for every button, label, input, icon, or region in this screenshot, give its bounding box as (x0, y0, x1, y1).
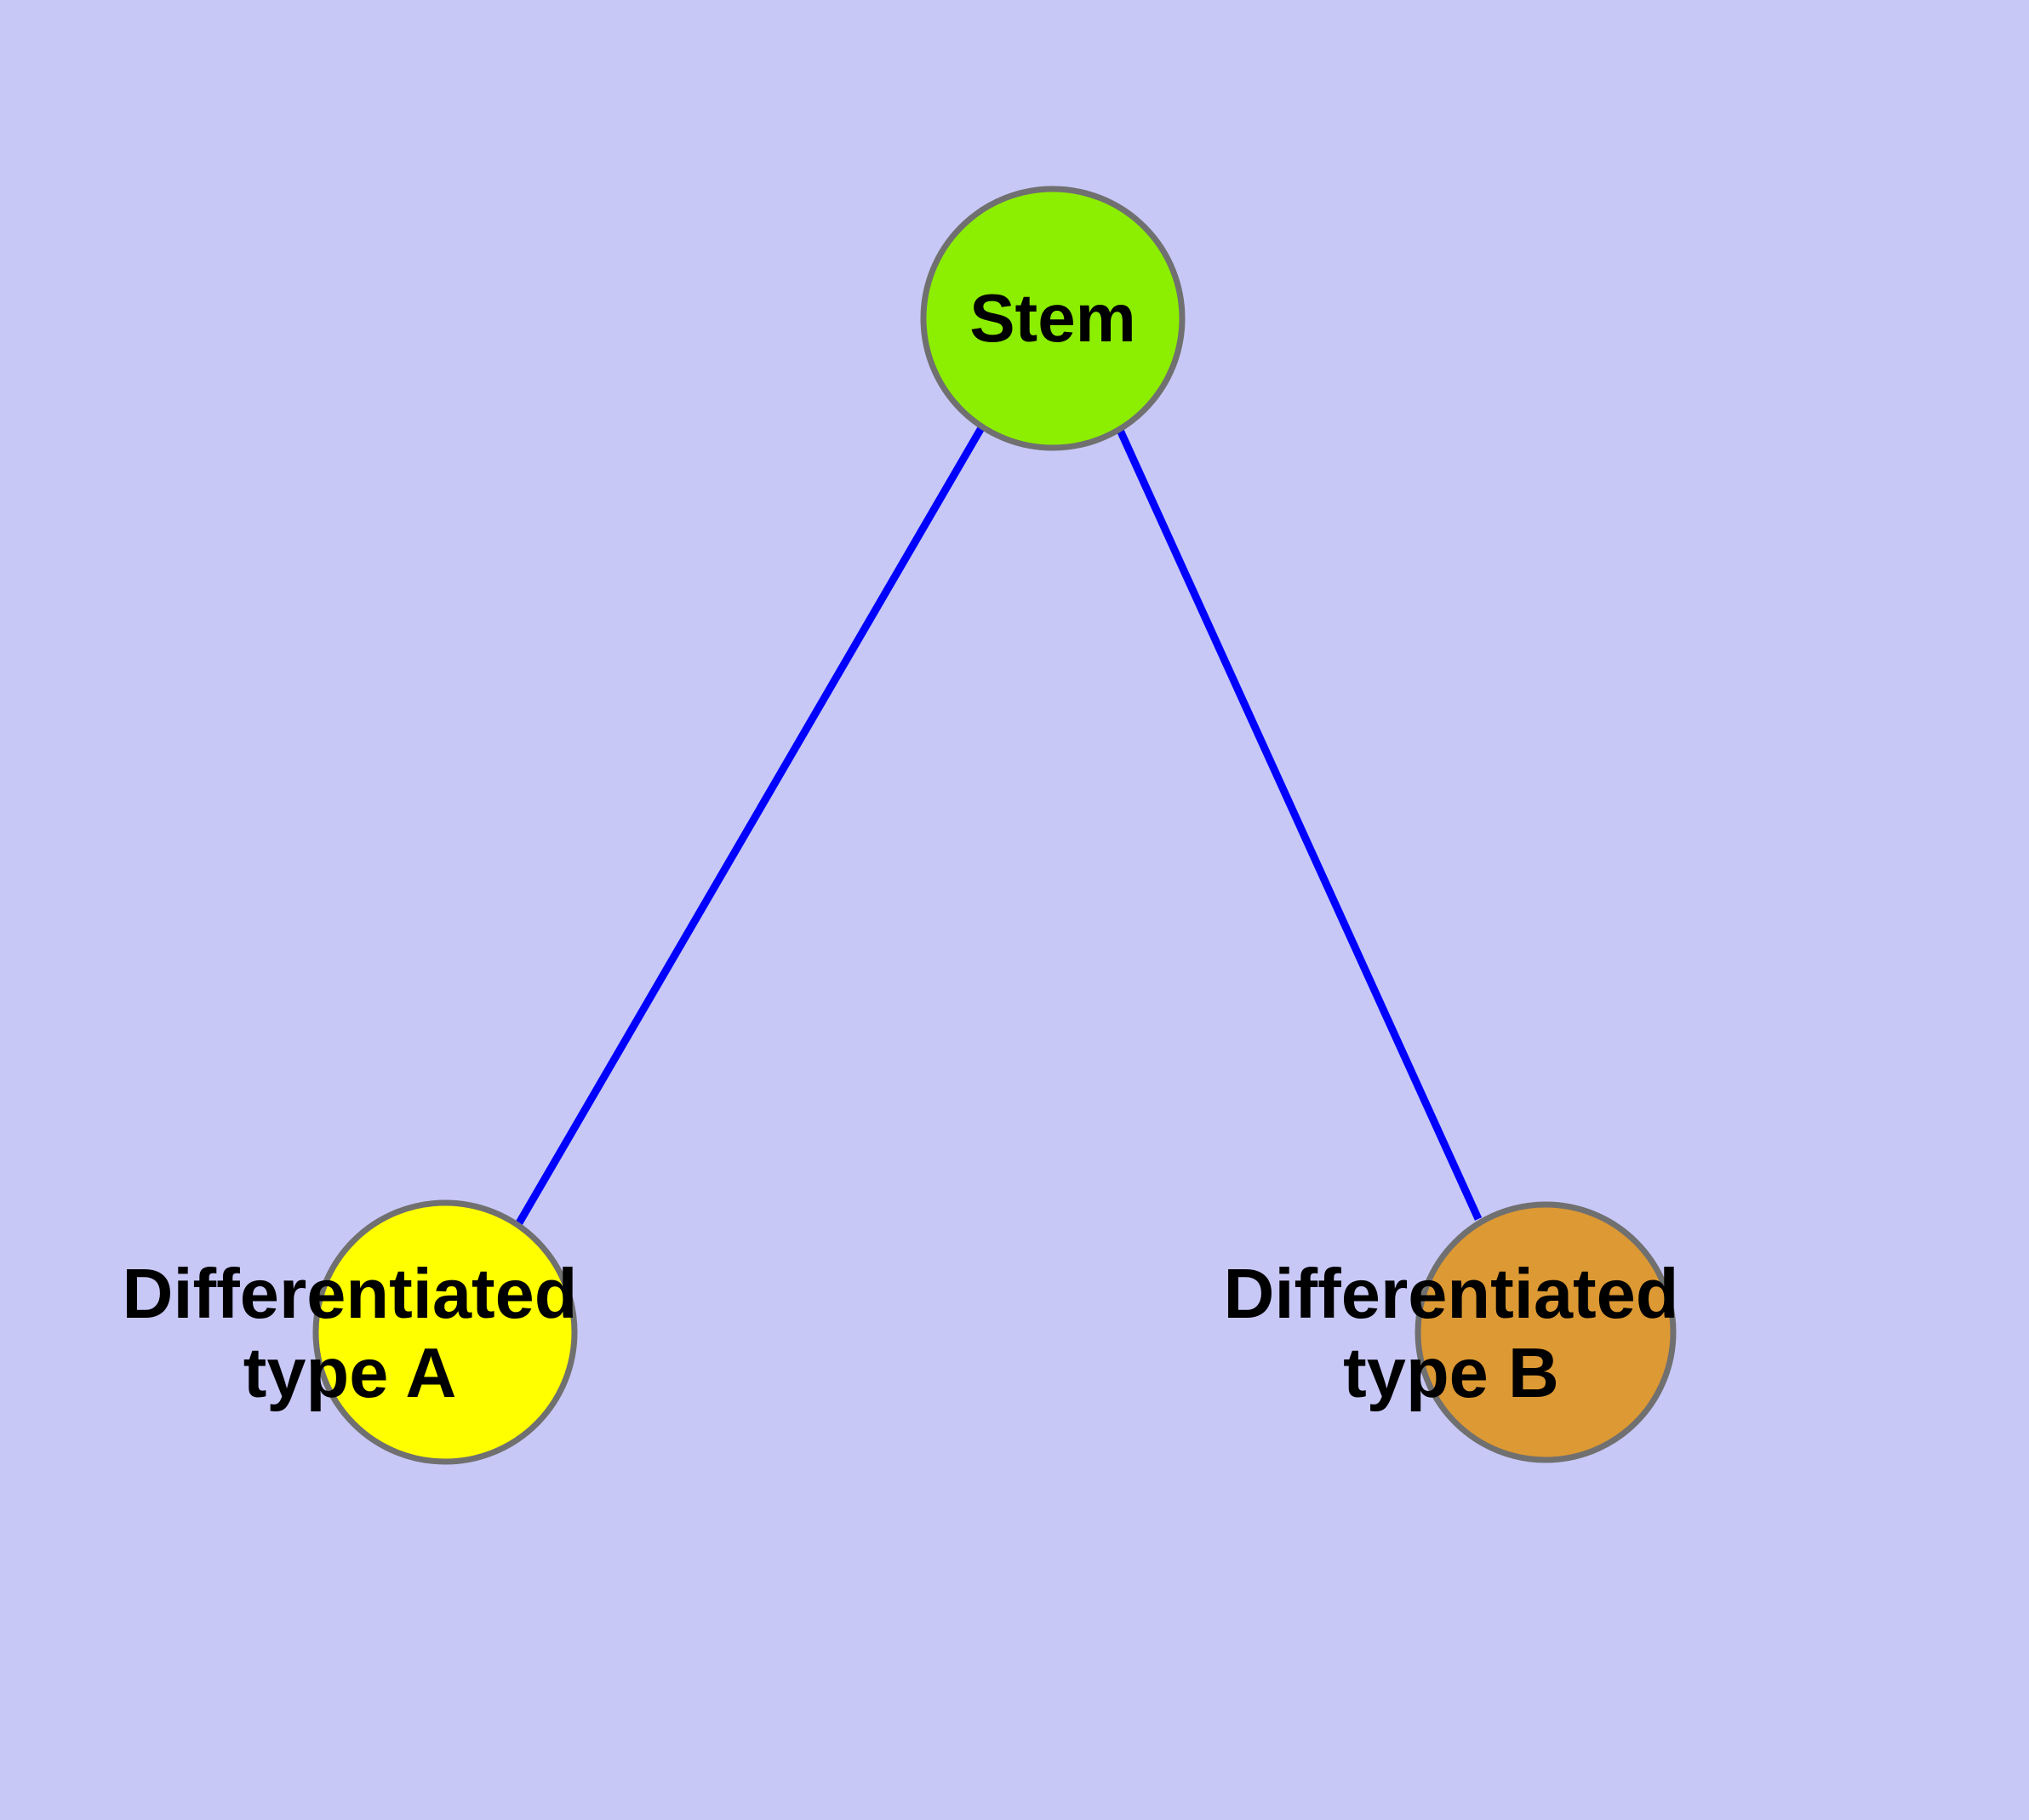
node-differentiated-type-a-circle[interactable] (312, 1199, 578, 1465)
edge-layer (514, 424, 1483, 1228)
node-stem-circle[interactable] (920, 186, 1186, 451)
edge-stem-to-differentiated-type-a[interactable] (514, 424, 986, 1228)
node-differentiated-type-b-circle[interactable] (1415, 1201, 1677, 1463)
edge-stem-to-differentiated-type-b[interactable] (1115, 426, 1483, 1221)
node-layer (312, 186, 1677, 1465)
